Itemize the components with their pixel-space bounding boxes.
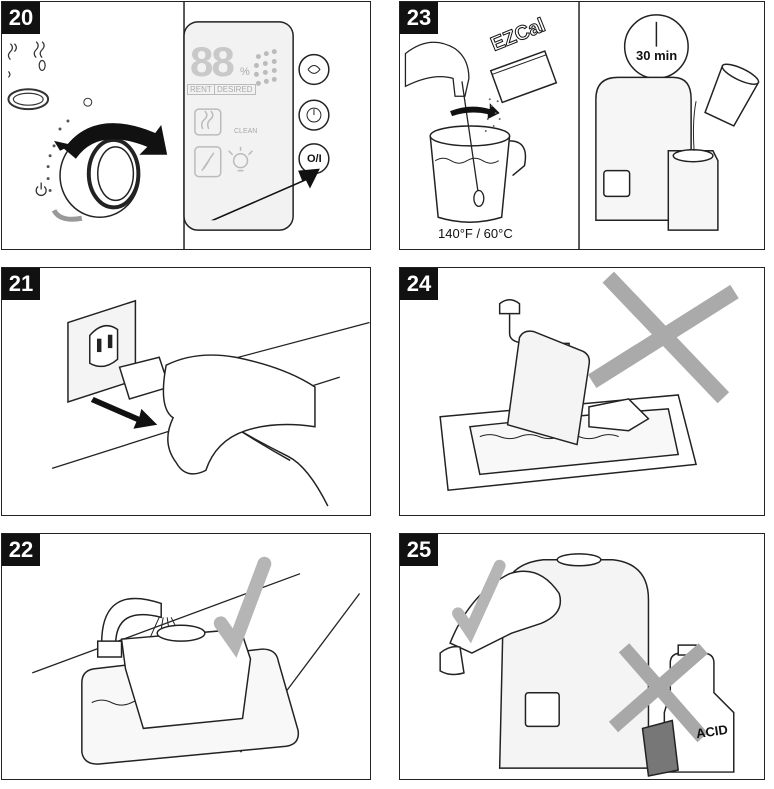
- step-20-panel: 20: [1, 1, 371, 250]
- filter-icon: [194, 146, 222, 178]
- check-mark: [452, 559, 506, 644]
- step-21-number: 21: [2, 268, 40, 300]
- step-21-illustration: [51, 299, 370, 507]
- step-22-illustration: [32, 556, 361, 765]
- step-25-panel: 25 ACID: [399, 533, 765, 780]
- dial-scale-dots: [46, 119, 70, 192]
- spoon: [461, 81, 485, 207]
- stir-arrow: [450, 103, 500, 120]
- heat-icon: [194, 108, 222, 136]
- timer-label: 30 min: [636, 48, 678, 63]
- step-22-panel: 22: [1, 533, 371, 780]
- control-dial: [59, 133, 141, 219]
- mist-level-icons: [7, 41, 50, 111]
- press-arrow: [210, 168, 320, 221]
- step-23-panel: 23: [399, 1, 765, 250]
- faucet: [96, 597, 162, 658]
- powder-stream: [484, 98, 501, 132]
- temperature-label: 140°F / 60°C: [438, 226, 513, 241]
- side-buttons: [298, 53, 330, 175]
- power-symbol-icon: [35, 182, 47, 197]
- step-24-panel: 24: [399, 267, 765, 516]
- ezcal-packet: [489, 50, 558, 104]
- step-25-number: 25: [400, 534, 438, 566]
- wall-outlet: [67, 299, 137, 403]
- measuring-jug: [429, 125, 527, 223]
- rotate-arrow: [54, 123, 168, 159]
- power-button-label: O/I: [307, 153, 322, 165]
- step-24-number: 24: [400, 268, 438, 300]
- check-mark: [213, 556, 272, 658]
- step-23-number: 23: [400, 2, 438, 34]
- step-20-number: 20: [2, 2, 40, 34]
- step-24-illustration: [439, 271, 739, 492]
- step-20-illustration: [7, 2, 330, 249]
- water-tank-base: [120, 624, 252, 730]
- soap-bar: [641, 719, 680, 777]
- step-22-number: 22: [2, 534, 40, 566]
- display-right-label: DESIRED: [214, 84, 256, 95]
- percent-dots: [253, 49, 277, 86]
- step-23-illustration: [404, 2, 760, 249]
- display-digits: 88: [190, 38, 235, 85]
- display-left-label: RENT: [187, 84, 215, 95]
- flower-icon: [83, 97, 93, 107]
- hand-pulling: [162, 354, 316, 475]
- hand-stirring: [404, 41, 470, 97]
- hand-wiping: [439, 570, 562, 676]
- clean-label: CLEAN: [234, 128, 258, 135]
- pitcher-pouring: [704, 63, 760, 127]
- humidifier-base-in-sink: [506, 330, 650, 446]
- step-25-illustration: [439, 553, 735, 777]
- humidifier-body: [595, 76, 719, 231]
- bulb-icon: [228, 146, 253, 172]
- cross-mark: [608, 643, 708, 743]
- step-21-panel: 21: [1, 267, 371, 516]
- pull-arrow: [90, 396, 158, 429]
- cross-mark: [587, 271, 739, 404]
- display-unit: %: [240, 66, 250, 78]
- timer-clock-icon: [623, 14, 689, 80]
